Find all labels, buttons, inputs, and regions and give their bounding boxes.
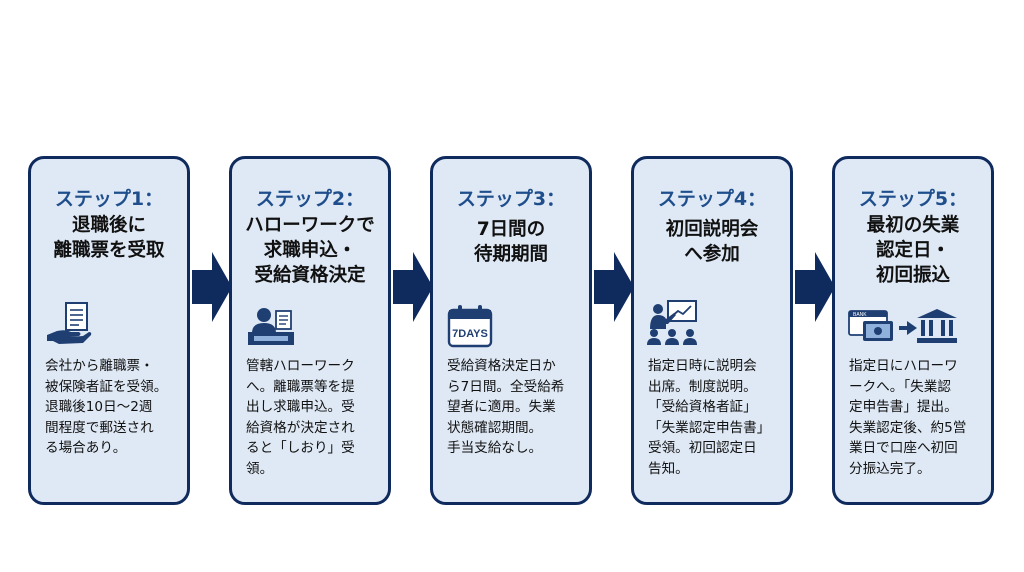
step-label: ステップ3：: [456, 188, 566, 210]
step-title: ハローワークで 求職申込・ 受給資格決定: [245, 215, 375, 286]
step-label: ステップ5：: [858, 188, 968, 210]
desk-clerk-icon: [248, 308, 294, 345]
step-title: 最初の失業 認定日・ 初回振込: [866, 215, 960, 286]
step-card-4: ステップ4： 初回説明会 へ参加 指定日時に説明会 出席。制度説明。 「受給資格…: [631, 156, 793, 505]
step-label: ステップ4：: [657, 188, 767, 210]
step-card-1: ステップ1： 退職後に 離職票を受取 会社から離職票・ 被保険者証を受領。 退職…: [28, 156, 190, 505]
step-label: ステップ2：: [255, 188, 365, 210]
step-label: ステップ1：: [54, 188, 164, 210]
calendar-7days-icon: 7DAYS: [447, 305, 493, 348]
step-card-5: ステップ5： 最初の失業 認定日・ 初回振込 BANK 指定日にハローワ ークへ…: [832, 156, 994, 505]
bank-card-label: BANK: [853, 312, 867, 318]
step-description: 指定日時に説明会 出席。制度説明。 「受給資格者証」 「失業認定申告書」 受領。…: [648, 358, 771, 477]
step-card-2: ステップ2： ハローワークで 求職申込・ 受給資格決定 管轄ハローワーク へ。離…: [229, 156, 391, 505]
calendar-label: 7DAYS: [452, 328, 488, 340]
step-title: 7日間の 待期期間: [473, 219, 548, 265]
step-description: 管轄ハローワーク へ。離職票等を提 出し求職申込。受 給資格が決定され ると「し…: [246, 358, 355, 477]
presentation-icon: [647, 300, 697, 345]
bank-transfer-icon: BANK: [848, 309, 957, 343]
step-description: 指定日にハローワ ークへ。「失業認 定申告書」提出。 失業認定後、約5営 業日で…: [849, 358, 967, 477]
arrow-right-icon: [192, 252, 232, 322]
arrow-right-icon: [393, 252, 433, 322]
step-description: 会社から離職票・ 被保険者証を受領。 退職後10日〜2週 間程度で郵送され る場…: [45, 358, 168, 456]
step-card-3: ステップ3： 7日間の 待期期間 7DAYS 受給資格決定日か ら7日間。全受給…: [430, 156, 592, 505]
step-title: 初回説明会 へ参加: [665, 219, 759, 265]
arrow-right-icon: [795, 252, 835, 322]
hand-document-icon: [47, 302, 92, 344]
step-description: 受給資格決定日か ら7日間。全受給希 望者に適用。失業 状態確認期間。 手当支給…: [447, 358, 565, 456]
step-title: 退職後に 離職票を受取: [53, 215, 165, 261]
arrow-right-icon: [594, 252, 634, 322]
